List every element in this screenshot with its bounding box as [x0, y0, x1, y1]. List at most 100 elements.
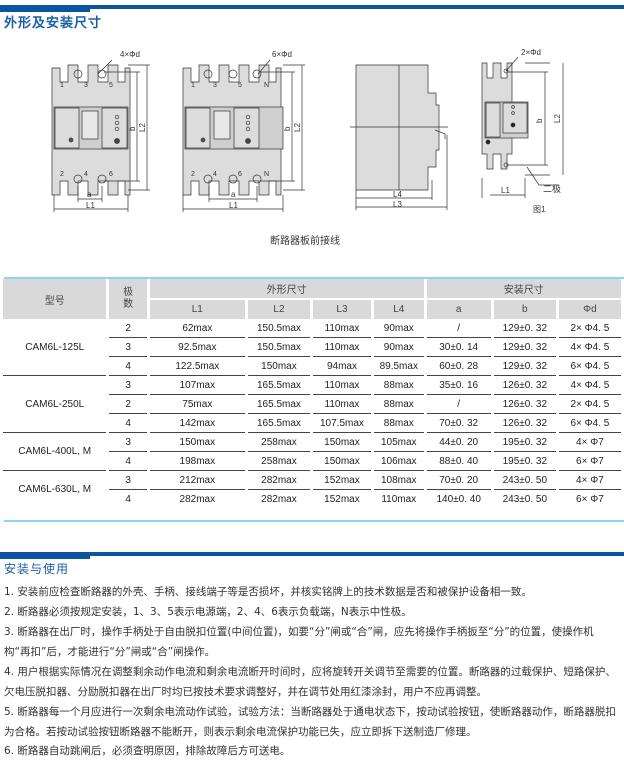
cell-L2: 150.5max [247, 319, 310, 338]
cell-poles: 3 [109, 376, 147, 395]
cell-L4: 105max [373, 433, 424, 452]
cell-d: 6× Φ7 [576, 493, 604, 505]
cell-d: 6× Φ4. 5 [558, 357, 621, 376]
cell-L2: 165.5max [247, 414, 310, 433]
header-poles: 极数 [109, 279, 147, 319]
cell-L2: 165.5max [247, 376, 310, 395]
cell-a: 70±0. 20 [426, 471, 491, 490]
header-model: 型号 [3, 279, 107, 319]
cell-L2: 282max [247, 471, 310, 490]
header-b: b [493, 300, 556, 319]
cell-L1: 142max [149, 414, 245, 433]
cell-L3: 107.5max [313, 414, 371, 433]
terminal-N: N [264, 171, 269, 178]
cell-L3: 94max [313, 357, 371, 376]
header-install-dimensions: 安装尺寸 [426, 279, 621, 300]
cell-L4: 108max [373, 471, 424, 490]
cell-b: 243±0. 50 [502, 493, 548, 505]
dim-a: a [87, 190, 92, 199]
cell-a: / [426, 395, 491, 414]
cell-L3: 150max [313, 433, 371, 452]
cell-L2: 258max [247, 452, 310, 471]
cell-d: 4× Φ7 [558, 471, 621, 490]
cell-L3: 110max [313, 395, 371, 414]
cell-poles: 4 [125, 493, 131, 505]
cell-a: / [426, 319, 491, 338]
section-divider [0, 552, 624, 559]
cell-L3: 110max [313, 376, 371, 395]
cell-L2: 282max [261, 493, 297, 505]
pole-label: 二极 [543, 183, 561, 194]
cell-L4: 106max [373, 452, 424, 471]
header-L3: L3 [313, 300, 371, 319]
cell-L3: 152max [313, 471, 371, 490]
cell-L1: 150max [149, 433, 245, 452]
terminal-6: 6 [238, 171, 242, 178]
dim-L2: L2 [138, 123, 147, 132]
cell-b: 195±0. 32 [493, 433, 556, 452]
hole-label: 4×Φd [120, 50, 140, 59]
terminal-1: 1 [60, 82, 64, 89]
cell-b: 126±0. 32 [493, 376, 556, 395]
cell-poles: 3 [109, 433, 147, 452]
cell-model: CAM6L-125L [3, 319, 107, 376]
cell-b: 129±0. 32 [493, 319, 556, 338]
cell-L3: 152max [324, 493, 360, 505]
cell-L1: 62max [149, 319, 245, 338]
cell-d: 4× Φ7 [558, 433, 621, 452]
terminal-5: 5 [238, 82, 242, 89]
table-top-rule [4, 277, 624, 279]
cell-model: CAM6L-400L, M [3, 433, 107, 471]
cell-L4: 88max [373, 414, 424, 433]
cell-model: CAM6L-250L [3, 376, 107, 433]
header-L4: L4 [373, 300, 424, 319]
cell-a: 35±0. 16 [426, 376, 491, 395]
dim-b: b [128, 126, 137, 131]
instruction-item: 4. 用户根据实际情况在调整剩余动作电流和剩余电流断开时间时，应将旋转开关调节至… [4, 666, 616, 698]
diagram-2pole-front: 2×Φd L1 b L2 二极 图1 [481, 48, 564, 214]
diagram-side-view: L4 L3 [350, 64, 448, 210]
cell-b: 243±0. 50 [493, 471, 556, 490]
instruction-item: 5. 断路器每一个月应进行一次剩余电流动作试验，试验方法：当断路器处于通电状态下… [4, 706, 616, 738]
diagram-4pole-front: 1 3 5 N 2 4 6 N 6×Φd a L1 b L2 [182, 50, 305, 212]
cell-poles: 3 [109, 338, 147, 357]
terminal-3: 3 [84, 82, 88, 89]
cell-L2: 258max [247, 433, 310, 452]
cell-d: 2× Φ4. 5 [558, 395, 621, 414]
section-title-installation: 安装与使用 [4, 562, 70, 576]
terminal-N: N [264, 82, 269, 89]
dim-L2: L2 [293, 123, 302, 132]
diagram-caption: 断路器板前接线 [270, 236, 340, 247]
cell-a: 70±0. 32 [426, 414, 491, 433]
cell-L4: 88max [373, 395, 424, 414]
dim-L1: L1 [229, 201, 238, 210]
dim-L4: L4 [393, 190, 402, 199]
terminal-1: 1 [191, 82, 195, 89]
cell-d: 4× Φ4. 5 [558, 338, 621, 357]
cell-a: 30±0. 14 [426, 338, 491, 357]
terminal-2: 2 [60, 171, 64, 178]
cell-L2: 150max [247, 357, 310, 376]
header-L2: L2 [247, 300, 310, 319]
cell-L4: 89.5max [373, 357, 424, 376]
cell-poles: 2 [109, 319, 147, 338]
cell-L1: 212max [149, 471, 245, 490]
cell-poles: 2 [109, 395, 147, 414]
cell-L3: 110max [313, 319, 371, 338]
cell-L3: 110max [313, 338, 371, 357]
cell-poles: 3 [109, 471, 147, 490]
cell-L1: 122.5max [149, 357, 245, 376]
cell-b: 126±0. 32 [493, 414, 556, 433]
cell-L4: 110max [381, 493, 417, 505]
instruction-item: 6. 断路器自动跳闸后，必须查明原因，排除故障后方可送电。 [4, 745, 291, 757]
header-L1: L1 [149, 300, 245, 319]
cell-b: 129±0. 32 [493, 357, 556, 376]
terminal-5: 5 [109, 82, 113, 89]
section-divider [0, 5, 624, 12]
